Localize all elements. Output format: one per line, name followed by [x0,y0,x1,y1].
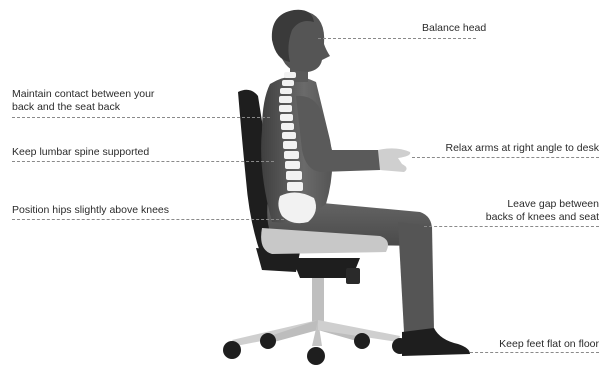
label-relax-arms: Relax arms at right angle to desk [446,142,599,155]
label-balance-head: Balance head [422,22,486,35]
leader-line-feet-flat [470,352,599,353]
label-feet-flat: Keep feet flat on floor [499,338,599,351]
chair-base [223,272,408,365]
leader-line-maintain-contact [12,117,270,118]
label-maintain-contact-line2: back and the seat back [12,101,120,114]
leader-line-balance-head [318,38,476,39]
label-leave-gap-line2: backs of knees and seat [486,211,599,224]
leader-line-position-hips [12,219,284,220]
arm [296,96,410,172]
chair-mechanism [292,258,360,284]
leader-line-lumbar [12,161,274,162]
leader-line-relax-arms [412,157,599,158]
label-lumbar-spine: Keep lumbar spine supported [12,146,149,159]
label-maintain-contact-line1: Maintain contact between your [12,88,154,101]
label-leave-gap-line1: Leave gap between [507,198,599,211]
leader-line-leave-gap [424,226,599,227]
label-position-hips: Position hips slightly above knees [12,204,169,217]
head [272,10,330,82]
